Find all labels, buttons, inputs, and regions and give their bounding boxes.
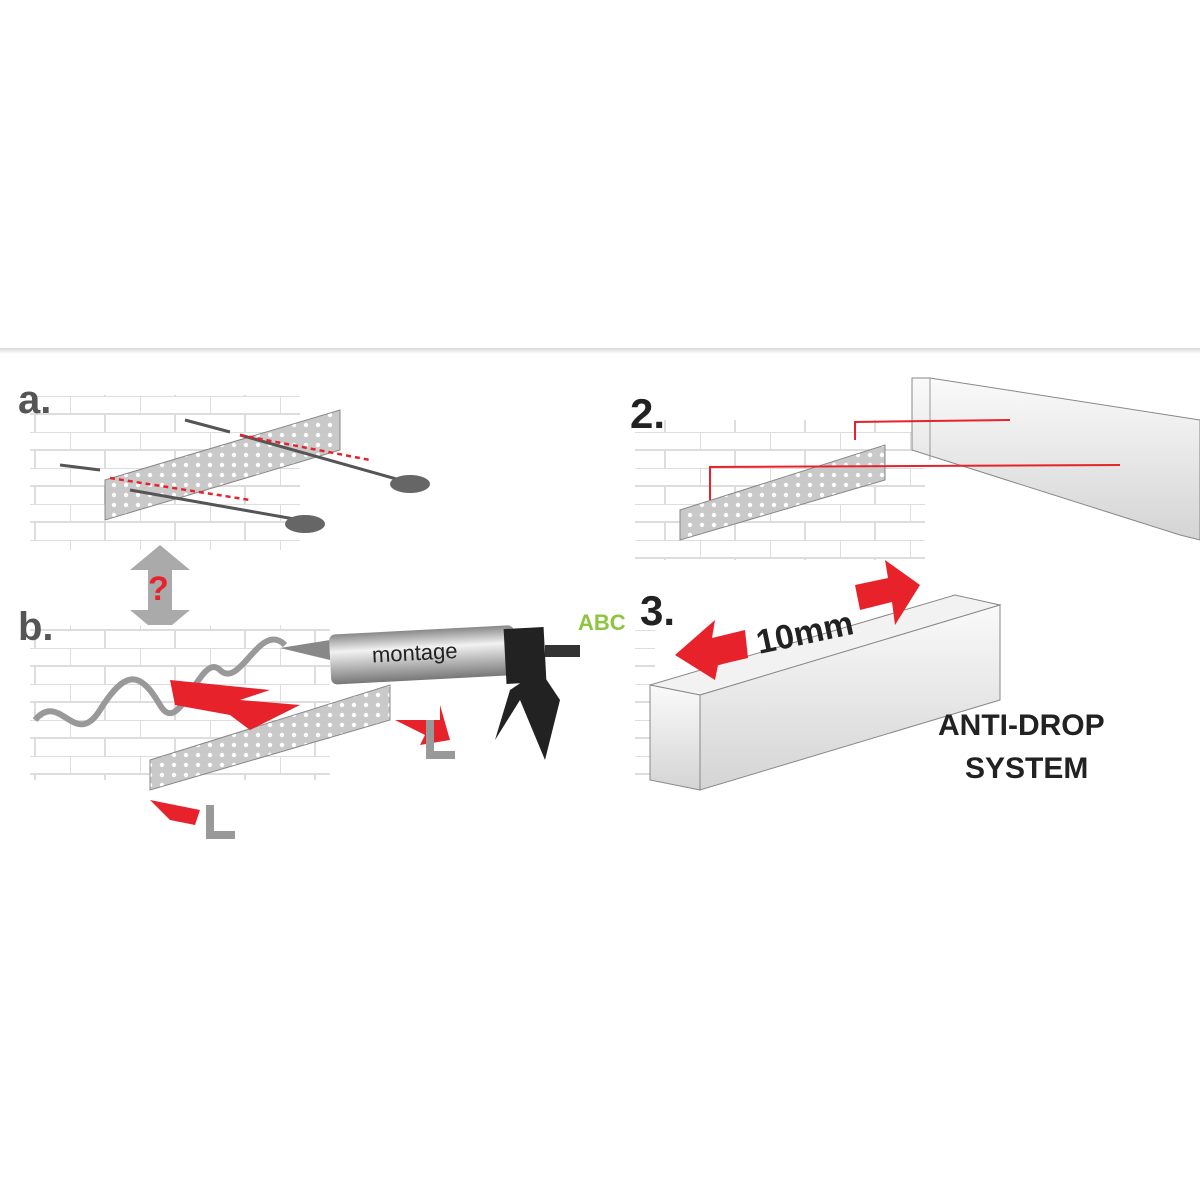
step-3-label: 3. — [640, 587, 675, 634]
panel-a: a. — [18, 378, 430, 550]
left-arrow — [675, 620, 748, 680]
step-b-label: b. — [18, 605, 54, 649]
panel-2: 2. — [630, 377, 1200, 560]
cartridge-label: montage — [371, 638, 458, 667]
alternative-arrow: ? — [130, 545, 190, 635]
spacer-icon — [206, 805, 235, 839]
alignment-lines — [709, 419, 1121, 500]
feature-title-line2: SYSTEM — [965, 752, 1088, 785]
top-divider — [0, 348, 1200, 354]
step-2-label: 2. — [630, 390, 665, 437]
feature-title-line1: ANTI-DROP — [938, 709, 1105, 742]
push-arrow — [170, 680, 300, 730]
spacer-icon — [426, 720, 455, 759]
screwdriver-icon — [285, 515, 325, 533]
panel-b: montage b. — [18, 605, 580, 839]
right-arrow — [855, 560, 920, 625]
watermark-logo: ABC — [578, 610, 626, 635]
question-mark: ? — [148, 570, 169, 608]
red-arrows — [109, 433, 371, 502]
caulking-gun-icon — [280, 625, 580, 760]
panel-3: 10mm ANTI-DROP SYSTEM ABC 3. — [578, 560, 1105, 791]
shelf-profile — [911, 377, 1200, 541]
red-arrow — [150, 800, 200, 825]
adhesive-bead — [32, 636, 288, 728]
step-a-label: a. — [18, 378, 51, 422]
screws — [59, 418, 401, 522]
shelf-tray — [649, 594, 1002, 791]
mounting-bracket — [149, 684, 391, 791]
mounting-bracket — [104, 409, 341, 521]
screwdriver-icon — [390, 475, 430, 493]
red-arrow — [395, 705, 450, 745]
